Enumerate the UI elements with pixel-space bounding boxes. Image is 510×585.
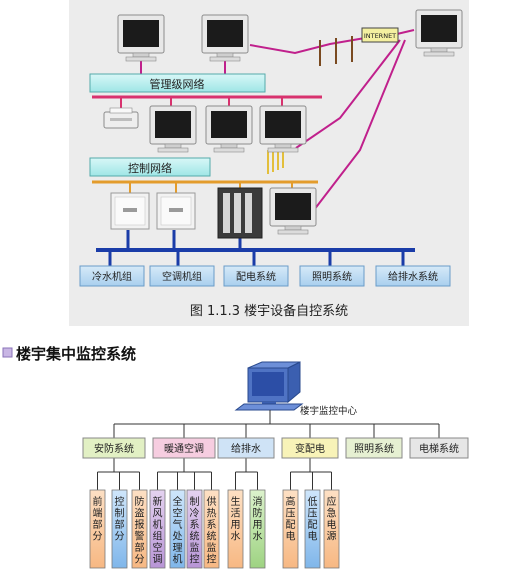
monitoring-computer-icon: [234, 361, 304, 411]
management-network-bar: [89, 73, 266, 93]
system-label-5: 电梯系统: [419, 442, 459, 455]
subsystem-label-0-1: 控制部分: [115, 495, 125, 543]
subsystem-box-1-2: [186, 489, 203, 569]
system-label-0: 安防系统: [94, 442, 134, 455]
control-network-label: 控制网络: [128, 161, 172, 175]
system-box-4: [345, 437, 403, 459]
subsystem-box-0-0: [89, 489, 106, 569]
control-network-bar: [89, 157, 211, 177]
svg-text:照明系统: 照明系统: [312, 270, 352, 283]
system-box-3: [281, 437, 339, 459]
subsystem-box-3-2: [323, 489, 340, 569]
subsystem-label-2-0: 生活用水: [231, 495, 241, 543]
subsystem-label-0-2: 防盗报警部分: [135, 495, 145, 566]
subsystem-box-0-2: [131, 489, 148, 569]
internet-label: INTERNET: [364, 32, 396, 40]
svg-text:配电系统: 配电系统: [236, 270, 276, 283]
subsystem-label-1-0: 新风机组空调: [153, 495, 163, 566]
management-network-label: 管理级网络: [150, 77, 205, 91]
subsystem-box-1-1: [169, 489, 186, 569]
subsystem-box-1-3: [203, 489, 220, 569]
system-box-0: [82, 437, 146, 459]
svg-text:冷水机组: 冷水机组: [92, 270, 132, 283]
controller-2: [156, 192, 196, 230]
subsystem-chiller: 冷水机组: [79, 265, 145, 287]
system-label-4: 照明系统: [354, 442, 394, 455]
system-label-2: 给排水: [231, 442, 261, 455]
figure1-links: [92, 29, 415, 266]
controller-1: [110, 192, 150, 230]
subsystem-box-0-1: [111, 489, 128, 569]
system-label-1: 暖通空调: [164, 442, 204, 455]
subsystem-label-3-2: 应急电源: [327, 495, 337, 543]
subsystem-water: 给排水系统: [375, 265, 451, 287]
system-box-5: [409, 437, 469, 459]
monitoring-center-label: 楼宇监控中心: [300, 405, 358, 417]
subsystem-label-1-2: 制冷系统监控: [190, 495, 200, 566]
system-label-3: 变配电: [295, 442, 325, 455]
subsystem-label-0-0: 前端部分: [93, 495, 103, 543]
subsystem-row: 冷水机组 空调机组 配电系统 照明系统 给排水系统: [79, 265, 451, 287]
svg-text:空调机组: 空调机组: [162, 270, 202, 283]
system-box-2: [217, 437, 275, 459]
figure1-caption: 图 1.1.3 楼宇设备自控系统: [190, 303, 348, 319]
subsystem-label-3-1: 低压配电: [308, 495, 318, 543]
tree-connectors: [97, 410, 440, 490]
section2-heading: 楼宇集中监控系统: [16, 345, 136, 363]
subsystem-power: 配电系统: [223, 265, 289, 287]
bullet-icon: [2, 347, 13, 358]
system-row: 安防系统 暖通空调 给排水 变配电 照明系统 电梯系统: [82, 437, 469, 459]
system-box-1: [152, 437, 216, 459]
svg-text:给排水系统: 给排水系统: [388, 270, 438, 283]
printer-icon: [103, 107, 139, 129]
subsystem-box-2-1: [249, 489, 266, 569]
subsystem-label-1-3: 供热系统监控: [207, 495, 217, 566]
subsystem-lighting: 照明系统: [299, 265, 365, 287]
subsystem-box-2-0: [227, 489, 244, 569]
subsystem-box-3-1: [304, 489, 321, 569]
subsystem-label-3-0: 高压配电: [286, 495, 296, 543]
subsystem-ahu: 空调机组: [149, 265, 215, 287]
internet-box: [361, 27, 399, 43]
subsystem-box-1-0: [149, 489, 166, 569]
subsystem-label-2-1: 消防用水: [253, 495, 263, 543]
distribution-cabinet-icon: [217, 187, 263, 239]
subsystem-label-1-1: 全空气处理机: [173, 495, 183, 566]
subsystem-box-3-0: [282, 489, 299, 569]
